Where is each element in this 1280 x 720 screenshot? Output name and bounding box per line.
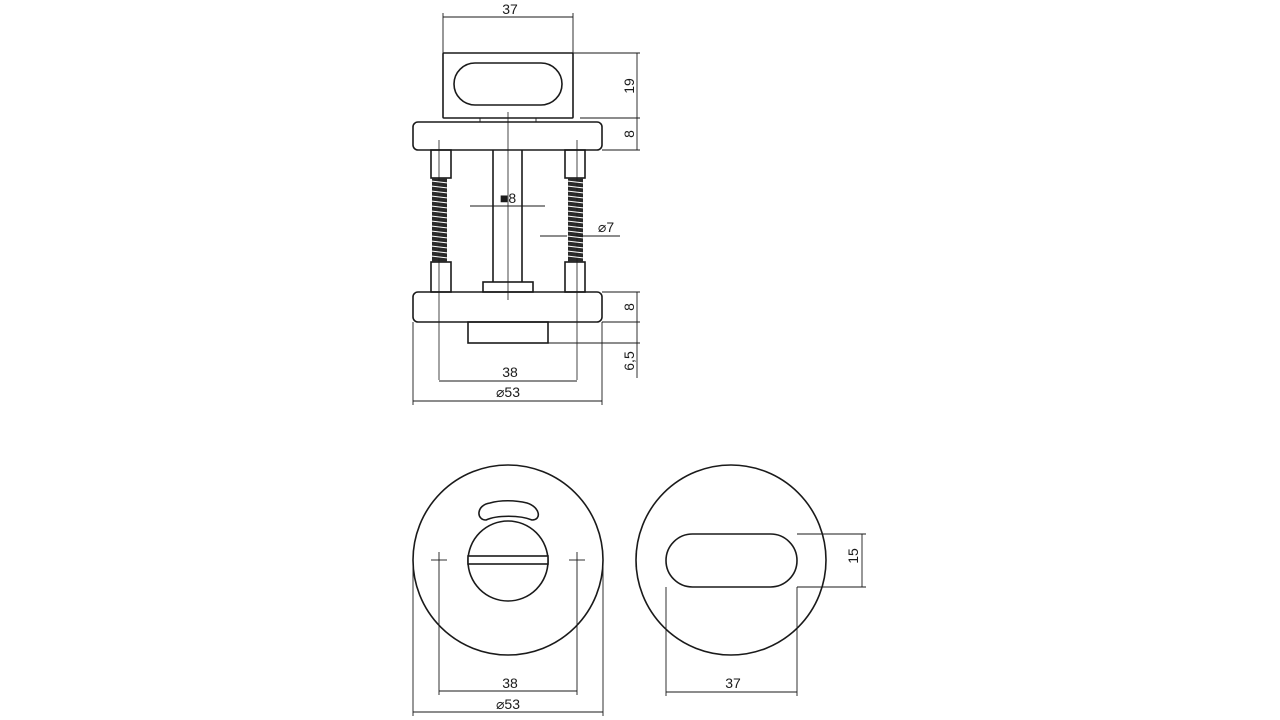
thread-ridge <box>430 205 449 209</box>
dim-slot-height: 15 <box>797 533 866 588</box>
thread-ridge <box>566 180 585 184</box>
thread-ridge <box>566 230 585 234</box>
thread-ridge <box>430 185 449 189</box>
thread-ridge <box>430 245 449 249</box>
dim-hole-spacing-front: 38 <box>438 568 578 695</box>
screw-left <box>430 140 452 380</box>
dim-hole-spacing-front-label: 38 <box>502 675 518 691</box>
thread-ridge <box>566 225 585 229</box>
thread-ridge <box>566 215 585 219</box>
thread-ridge <box>430 200 449 204</box>
thread-ridge <box>430 220 449 224</box>
thread-ridge <box>566 250 585 254</box>
thread-ridge <box>566 255 585 259</box>
dim-right-stack-bottom: 8 6,5 <box>548 291 640 378</box>
dim-top-height-label: 19 <box>621 78 637 94</box>
rose-plate-bottom <box>412 291 603 323</box>
turn-knob-front <box>665 533 798 588</box>
thread-ridge <box>430 225 449 229</box>
dim-top-width-label: 37 <box>502 1 518 17</box>
front-view-turn-side: 15 37 <box>635 464 866 696</box>
dim-bottom-depth-label: 6,5 <box>621 351 637 371</box>
thread-ridge <box>566 220 585 224</box>
thread-ridge <box>430 215 449 219</box>
rose-outline-right <box>635 464 827 656</box>
thread-ridge <box>566 200 585 204</box>
thread-ridge <box>430 235 449 239</box>
dim-right-stack-top: 19 8 <box>573 52 640 151</box>
thread-ridge <box>566 235 585 239</box>
thread-ridge <box>430 195 449 199</box>
thread-ridge <box>566 240 585 244</box>
dim-top-width: 37 <box>442 1 574 53</box>
dim-rose-diameter-side: ⌀53 <box>412 322 603 405</box>
dim-rose-diameter-side-label: ⌀53 <box>496 384 520 400</box>
dim-screw: ⌀7 <box>540 219 620 237</box>
dim-rose-diameter-front-label: ⌀53 <box>496 696 520 712</box>
thread-ridge <box>430 250 449 254</box>
thread-ridge <box>430 180 449 184</box>
indicator-window <box>478 499 540 521</box>
thread-ridge <box>430 255 449 259</box>
release-plug <box>467 321 549 344</box>
dim-screw-label: ⌀7 <box>598 219 614 235</box>
thread-ridge <box>566 210 585 214</box>
dim-rose-top-label: 8 <box>621 130 637 138</box>
thread-ridge <box>430 210 449 214</box>
thread-ridge <box>566 185 585 189</box>
dim-spindle-label: ■8 <box>500 190 516 206</box>
thread-ridge <box>566 195 585 199</box>
dim-slot-width-label: 37 <box>725 675 741 691</box>
dim-spindle: ■8 <box>470 190 545 207</box>
screw-hole-left <box>431 552 447 568</box>
turn-knob-top <box>442 52 574 122</box>
dim-hole-spacing-side: 38 <box>439 364 577 382</box>
dim-rose-diameter-front: ⌀53 <box>412 560 604 716</box>
dim-slot-width: 37 <box>665 587 798 696</box>
thread-ridge <box>566 190 585 194</box>
thread-ridge <box>430 240 449 244</box>
thread-ridge <box>566 245 585 249</box>
dim-slot-height-label: 15 <box>845 548 861 564</box>
rose-plate-top <box>412 121 603 151</box>
thread-ridge <box>430 190 449 194</box>
side-view: 37 19 8 ■8 ⌀7 8 6,5 <box>412 1 640 405</box>
dim-rose-bottom-label: 8 <box>621 303 637 311</box>
screw-hole-right <box>569 552 585 568</box>
thread-ridge <box>566 205 585 209</box>
release-slot <box>467 555 549 565</box>
thread-ridge <box>430 230 449 234</box>
screw-right <box>564 140 586 380</box>
dim-hole-spacing-side-label: 38 <box>502 364 518 380</box>
front-view-release-side: 38 ⌀53 <box>412 464 604 716</box>
